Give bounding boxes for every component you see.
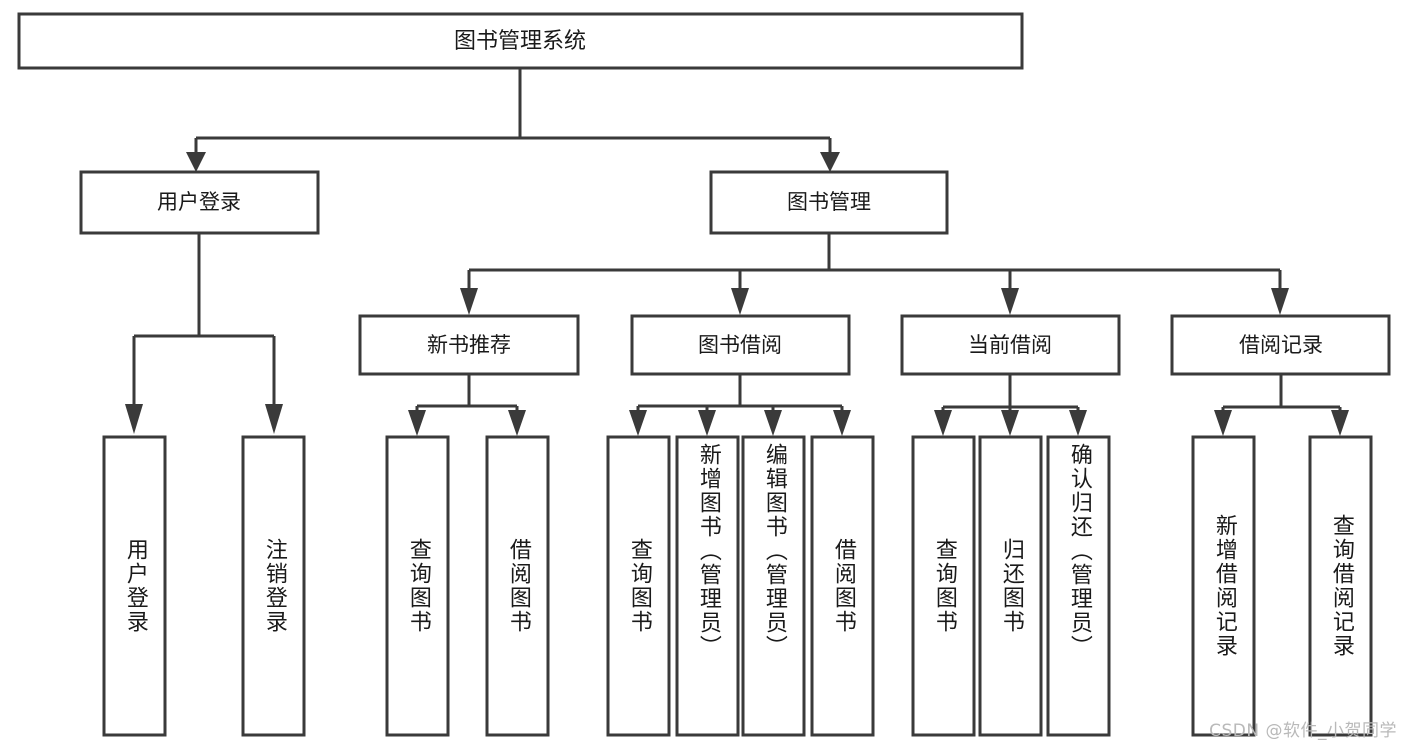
node-root[interactable]: [17, 12, 1024, 70]
arrow-leaf-currentborrow-2: [1001, 410, 1019, 436]
leaf-user-login-0[interactable]: [102, 435, 167, 737]
node-borrow-record-label: 借阅记录: [1239, 333, 1323, 357]
leaf-current-borrow-0[interactable]: [911, 435, 976, 737]
node-new-book[interactable]: [358, 314, 580, 376]
node-borrow-record[interactable]: [1170, 314, 1391, 376]
leaf-book-borrow-1[interactable]: [675, 435, 740, 737]
arrow-to-new-book: [460, 288, 478, 315]
node-current-borrow-label: 当前借阅: [968, 333, 1052, 357]
arrow-leaf-currentborrow-1: [934, 410, 952, 436]
arrow-leaf-logout: [265, 404, 283, 434]
node-book-manage-label: 图书管理: [787, 190, 871, 214]
leaf-new-book-1[interactable]: [485, 435, 550, 737]
leaf-user-login-1[interactable]: [241, 435, 306, 737]
leaf-book-borrow-2[interactable]: [741, 435, 806, 737]
arrow-leaf-borrowrecord-2: [1331, 410, 1349, 436]
arrow-leaf-borrowrecord-1: [1214, 410, 1232, 436]
arrow-leaf-newbook-1: [408, 410, 426, 436]
arrow-leaf-bookborrow-2: [698, 410, 716, 436]
arrow-leaf-newbook-2: [508, 410, 526, 436]
node-book-borrow-label: 图书借阅: [698, 333, 782, 357]
node-user-login-label: 用户登录: [157, 190, 241, 214]
leaf-book-borrow-3[interactable]: [810, 435, 875, 737]
arrow-to-current-borrow: [1001, 288, 1019, 315]
arrow-to-borrow-record: [1271, 288, 1289, 315]
node-book-manage[interactable]: [709, 170, 949, 235]
connector-layer: [125, 68, 1349, 436]
csdn-watermark: CSDN @软件_小贺同学: [1209, 721, 1397, 741]
arrow-leaf-user-login: [125, 404, 143, 434]
leaf-current-borrow-1[interactable]: [978, 435, 1043, 737]
arrow-leaf-currentborrow-3: [1069, 410, 1087, 436]
node-layer: 图书管理系统 用户登录 图书管理 新书推荐 图书借阅 当前借阅 借阅记录: [17, 12, 1391, 737]
leaf-borrow-record-0[interactable]: [1191, 435, 1256, 737]
arrow-to-user-login: [186, 152, 206, 172]
arrow-leaf-bookborrow-3: [764, 410, 782, 436]
arrow-to-book-borrow: [731, 288, 749, 315]
node-current-borrow[interactable]: [900, 314, 1121, 376]
node-root-label: 图书管理系统: [454, 29, 586, 54]
arrow-leaf-bookborrow-4: [833, 410, 851, 436]
node-user-login[interactable]: [79, 170, 320, 235]
arrow-leaf-bookborrow-1: [629, 410, 647, 436]
leaf-current-borrow-2[interactable]: [1046, 435, 1111, 737]
node-book-borrow[interactable]: [630, 314, 851, 376]
node-new-book-label: 新书推荐: [427, 333, 511, 357]
leaf-book-borrow-0[interactable]: [606, 435, 671, 737]
leaf-borrow-record-1[interactable]: [1308, 435, 1373, 737]
arrow-to-book-manage: [820, 152, 840, 172]
leaf-new-book-0[interactable]: [385, 435, 450, 737]
